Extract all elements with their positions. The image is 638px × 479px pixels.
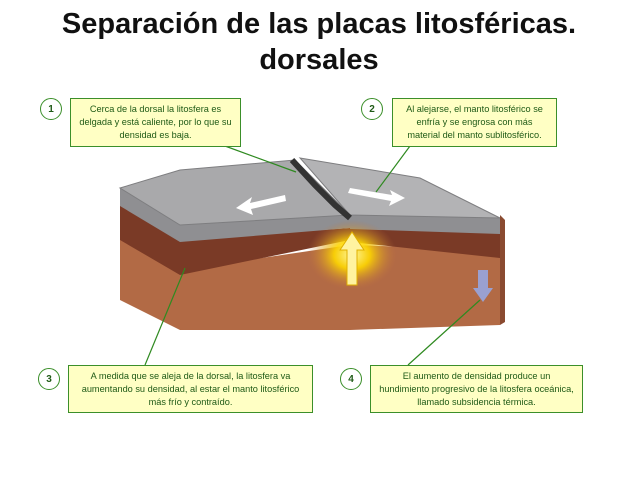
mantle-layer: [120, 235, 500, 330]
leader-lines: [144, 145, 481, 366]
rift-axis: [289, 157, 352, 221]
callout-number-4: 4: [340, 368, 362, 390]
crust-front-right: [350, 215, 500, 234]
upwelling-arrow: [339, 231, 365, 286]
callout-number-3: 3: [38, 368, 60, 390]
slide-title-line2: dorsales: [259, 44, 379, 76]
callout-number-2: 2: [361, 98, 383, 120]
callout-3: A medida que se aleja de la dorsal, la l…: [68, 365, 313, 413]
callout-4: El aumento de densidad produce un hundim…: [370, 365, 583, 413]
right-side-face: [500, 215, 505, 325]
slide-title-line1: Separación de las placas litosféricas.: [61, 8, 577, 40]
lithosphere-left: [120, 205, 350, 275]
left-spreading-arrow: [236, 195, 286, 215]
right-plate-surface: [298, 157, 501, 219]
subsidence-arrow: [473, 270, 493, 302]
callout-number-1: 1: [40, 98, 62, 120]
callout-2: Al alejarse, el manto litosférico se enf…: [392, 98, 557, 147]
right-spreading-arrow: [348, 188, 405, 206]
callout-1: Cerca de la dorsal la litosfera es delga…: [70, 98, 241, 147]
left-plate-surface: [118, 159, 352, 226]
crust-front-left: [120, 188, 350, 242]
